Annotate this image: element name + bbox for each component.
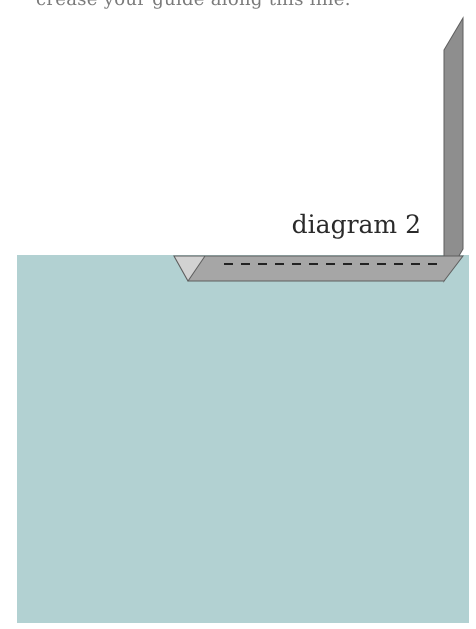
diagram-label: diagram 2: [292, 210, 421, 239]
teal-panel: [17, 255, 469, 623]
top-caption: crease your guide along this line.: [36, 0, 351, 10]
vertical-strip: [444, 18, 463, 281]
horizontal-strip: [174, 256, 463, 281]
